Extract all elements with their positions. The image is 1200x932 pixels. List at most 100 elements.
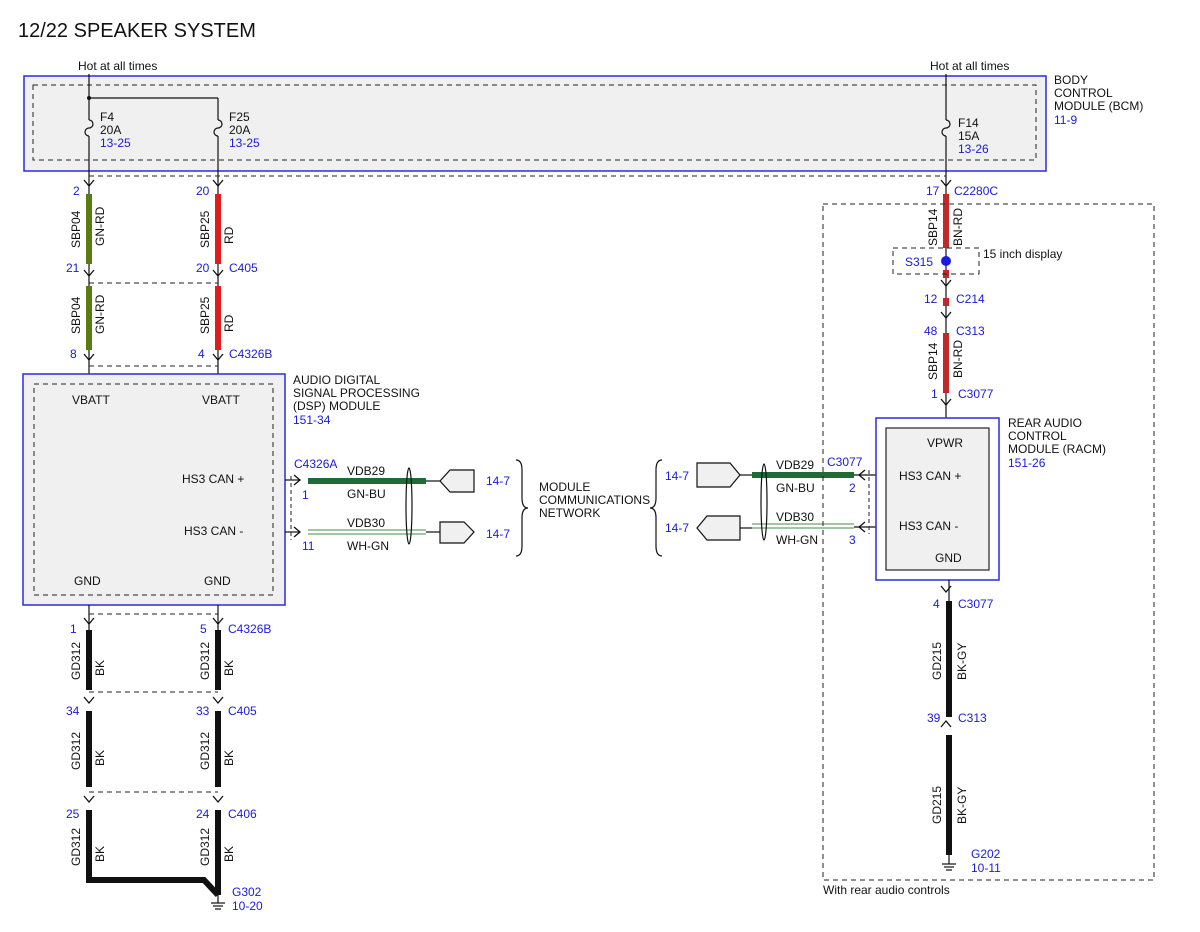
fuse-f14-name: F14 (958, 116, 979, 130)
wire-bk-4: BK (222, 750, 236, 766)
brace-left (515, 459, 529, 557)
pin-48: 48 (924, 324, 938, 338)
splice-s315: S315 (905, 255, 933, 269)
connector-c2280c: C2280C (954, 184, 998, 198)
racm-label-3: MODULE (RACM) (1008, 442, 1106, 456)
wire-gd215-2: GD215 (930, 786, 944, 824)
pin-2: 2 (73, 184, 80, 198)
pin-1-gnd: 1 (70, 622, 77, 636)
dsp-can-wiring (285, 467, 475, 545)
page-title: 12/22 SPEAKER SYSTEM (18, 20, 256, 42)
network-label-3: NETWORK (539, 506, 600, 520)
connector-c405-top: C405 (229, 261, 258, 275)
connector-c3077-bot: C3077 (958, 597, 994, 611)
wire-sbp14-1: SBP14 (926, 208, 940, 246)
wire-bk-3: BK (93, 750, 107, 766)
ground-g202: G202 (971, 847, 1001, 861)
hot-label-left: Hot at all times (78, 59, 157, 73)
wire-bk-6: BK (222, 846, 236, 862)
ground-symbol-g302 (211, 902, 225, 910)
dsp-can-minus: HS3 CAN - (184, 524, 243, 538)
pin-17: 17 (926, 184, 940, 198)
net-ref-left-2: 14-7 (486, 527, 510, 541)
wire-gnrd-2: GN-RD (93, 294, 107, 334)
wire-bnrd-1: BN-RD (951, 208, 965, 246)
dsp-pin-11: 11 (302, 539, 315, 553)
fuse-f4-amps: 20A (100, 123, 121, 137)
bcm-module: Hot at all times Hot at all times BODY C… (23, 59, 1143, 172)
wire-bkgy-2: BK-GY (955, 787, 969, 824)
racm-module (875, 417, 1000, 581)
connector-chevrons (83, 179, 952, 804)
wire-vdb30-left: VDB30 (347, 516, 385, 530)
bcm-label-1: BODY (1054, 73, 1088, 87)
splice-s315-dot (941, 256, 951, 266)
network-label-1: MODULE (539, 480, 590, 494)
dsp-label-2: SIGNAL PROCESSING (293, 386, 420, 400)
connector-c406: C406 (228, 807, 257, 821)
pin-4: 4 (198, 347, 205, 361)
ground-join-wire (86, 877, 221, 898)
wire-sbp14-2: SBP14 (926, 342, 940, 380)
option-note: With rear audio controls (823, 883, 950, 897)
wire-bkgy-1: BK-GY (955, 643, 969, 680)
wire-vdb29-right: VDB29 (776, 458, 814, 472)
fuse-f14-ref: 13-26 (958, 142, 989, 156)
network-label-2: COMMUNICATIONS (539, 493, 650, 507)
bcm-ref: 11-9 (1054, 113, 1077, 127)
racm-pin-2: 2 (849, 481, 856, 495)
wire-bk-5: BK (93, 846, 107, 862)
dsp-module (22, 373, 286, 606)
dsp-label-3: (DSP) MODULE (293, 399, 380, 413)
pin-1-c3077: 1 (931, 387, 938, 401)
racm-vpwr: VPWR (927, 436, 963, 450)
pin-21: 21 (66, 261, 80, 275)
connector-c3077-top: C3077 (958, 387, 994, 401)
wire-bk-2: BK (222, 660, 236, 676)
connector-c313-top: C313 (956, 324, 985, 338)
connector-c313-bot: C313 (958, 711, 987, 725)
connector-c214: C214 (956, 292, 985, 306)
pin-5-gnd: 5 (200, 622, 207, 636)
wire-sbp25-2: SBP25 (198, 296, 212, 334)
hot-label-right: Hot at all times (930, 59, 1009, 73)
pin-34: 34 (66, 704, 80, 718)
option-box (822, 203, 1155, 881)
dsp-connector-c4326a: C4326A (294, 457, 337, 471)
fuse-f14-amps: 15A (958, 129, 979, 143)
connector-c405-bot: C405 (228, 704, 257, 718)
racm-label-1: REAR AUDIO (1008, 416, 1082, 430)
pin-20-top: 20 (196, 184, 210, 198)
wire-gd312-6: GD312 (198, 828, 212, 866)
wire-gd312-5: GD312 (69, 828, 83, 866)
connector-c4326b-bot: C4326B (228, 622, 271, 636)
wire-whgn-right: WH-GN (776, 533, 818, 547)
bcm-label-2: CONTROL (1054, 86, 1113, 100)
pin-8: 8 (70, 347, 77, 361)
pin-24: 24 (196, 807, 210, 821)
racm-can-minus: HS3 CAN - (899, 519, 958, 533)
wire-whgn-left: WH-GN (347, 539, 389, 553)
wire-bk-1: BK (93, 660, 107, 676)
fuse-f4-ref: 13-25 (100, 136, 131, 150)
racm-can-wiring (696, 462, 876, 541)
pin-25: 25 (66, 807, 80, 821)
wire-sbp25-1: SBP25 (198, 210, 212, 248)
pin-39: 39 (927, 711, 941, 725)
wire-segments (86, 194, 952, 880)
ground-g302: G302 (232, 885, 262, 899)
dsp-ref: 151-34 (293, 413, 331, 427)
racm-connector-c3077: C3077 (827, 455, 863, 469)
racm-pin-3: 3 (849, 533, 856, 547)
wire-gd312-1: GD312 (69, 642, 83, 680)
racm-can-plus: HS3 CAN + (899, 469, 961, 483)
wire-gnbu-right: GN-BU (776, 481, 815, 495)
ground-symbol-g202 (942, 863, 956, 871)
pin-12: 12 (924, 292, 938, 306)
splice-box (892, 247, 980, 275)
dsp-gnd-2: GND (204, 574, 231, 588)
wire-sbp04-2: SBP04 (69, 296, 83, 334)
wire-gd312-2: GD312 (198, 642, 212, 680)
bcm-label-3: MODULE (BCM) (1054, 99, 1143, 113)
